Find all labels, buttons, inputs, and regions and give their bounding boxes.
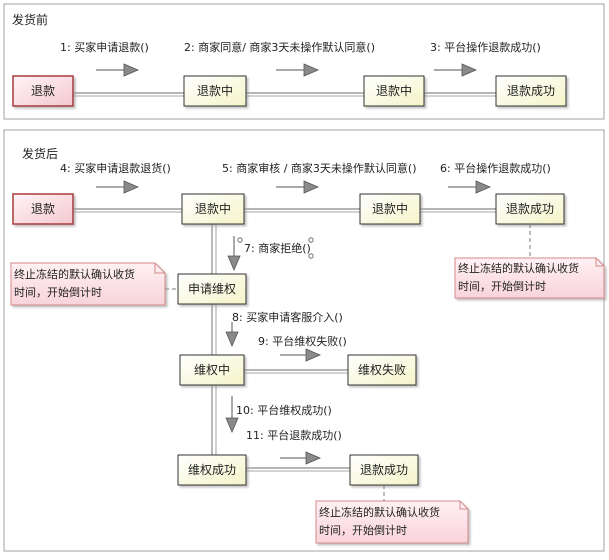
note-right-line1: 终止冻结的默认确认收货 [458,261,579,275]
svg-text:维权成功: 维权成功 [188,463,236,477]
node-refunding-post: 退款中 [181,193,245,225]
node-dispute-success: 维权成功 [177,454,247,486]
message-arrow-6 [448,180,492,194]
svg-text:申请维权: 申请维权 [188,282,236,296]
svg-text:维权中: 维权中 [194,362,230,377]
message-arrow-7 [227,236,241,272]
node-refunding2-pre: 退款中 [363,75,425,107]
message-arrow-5 [276,180,320,194]
note-bottom: 终止冻结的默认确认收货 时间，开始倒计时 [315,500,469,544]
svg-text:退款: 退款 [31,84,55,98]
node-refund-success2: 退款成功 [349,454,419,486]
message-arrow-4 [96,180,140,194]
message-label-8: 8: 买家申请客服介入() [232,310,343,324]
note-left-line2: 时间，开始倒计时 [14,285,102,299]
svg-text:退款中: 退款中 [372,201,408,216]
pre-shipment-title: 发货前 [12,12,48,27]
message-label-11: 11: 平台退款成功() [246,428,342,442]
message-arrow-2 [276,63,320,77]
message-label-9: 9: 平台维权失败() [258,334,347,348]
svg-text:退款中: 退款中 [376,83,412,98]
note-bottom-line1: 终止冻结的默认确认收货 [319,505,440,519]
node-success-pre: 退款成功 [495,75,567,107]
svg-text:退款成功: 退款成功 [506,202,554,216]
message-label-6: 6: 平台操作退款成功() [440,161,551,175]
message-arrow-10 [225,396,239,434]
note-bottom-line2: 时间，开始倒计时 [319,523,407,537]
message-label-4: 4: 买家申请退款退货() [60,161,171,175]
note-right: 终止冻结的默认确认收货 时间，开始倒计时 [454,257,605,299]
note-left-line1: 终止冻结的默认确认收货 [14,267,135,281]
svg-text:退款: 退款 [31,202,55,216]
node-dispute-failed: 维权失败 [347,354,417,386]
svg-text:退款成功: 退款成功 [507,84,555,98]
node-apply-dispute: 申请维权 [177,273,247,305]
message-arrow-8 [225,322,239,348]
note-right-line2: 时间，开始倒计时 [458,279,546,293]
svg-text:退款中: 退款中 [197,83,233,98]
post-shipment-title: 发货后 [22,146,58,161]
message-arrow-9 [280,348,322,362]
node-refunding-pre: 退款中 [183,75,247,107]
node-refund-post: 退款 [12,193,74,225]
message-label-10: 10: 平台维权成功() [236,403,332,417]
node-refunding2-post: 退款中 [359,193,421,225]
node-disputing: 维权中 [179,354,245,386]
message-arrow-1 [96,63,140,77]
self-loop-marks [237,237,314,259]
svg-text:退款中: 退款中 [195,201,231,216]
message-arrow-3 [434,63,478,77]
message-label-3: 3: 平台操作退款成功() [430,40,541,54]
svg-text:维权失败: 维权失败 [358,362,406,377]
svg-text:退款成功: 退款成功 [360,463,408,477]
message-label-1: 1: 买家申请退款() [60,40,149,54]
node-refund-pre: 退款 [12,75,74,107]
message-label-5: 5: 商家审核 / 商家3天未操作默认同意() [222,161,416,175]
message-label-2: 2: 商家同意/ 商家3天未操作默认同意() [184,40,375,54]
node-success-post: 退款成功 [495,193,565,225]
note-left: 终止冻结的默认确认收货 时间，开始倒计时 [10,262,166,306]
message-arrow-11 [280,451,322,465]
message-label-7: 7: 商家拒绝() [244,241,311,255]
